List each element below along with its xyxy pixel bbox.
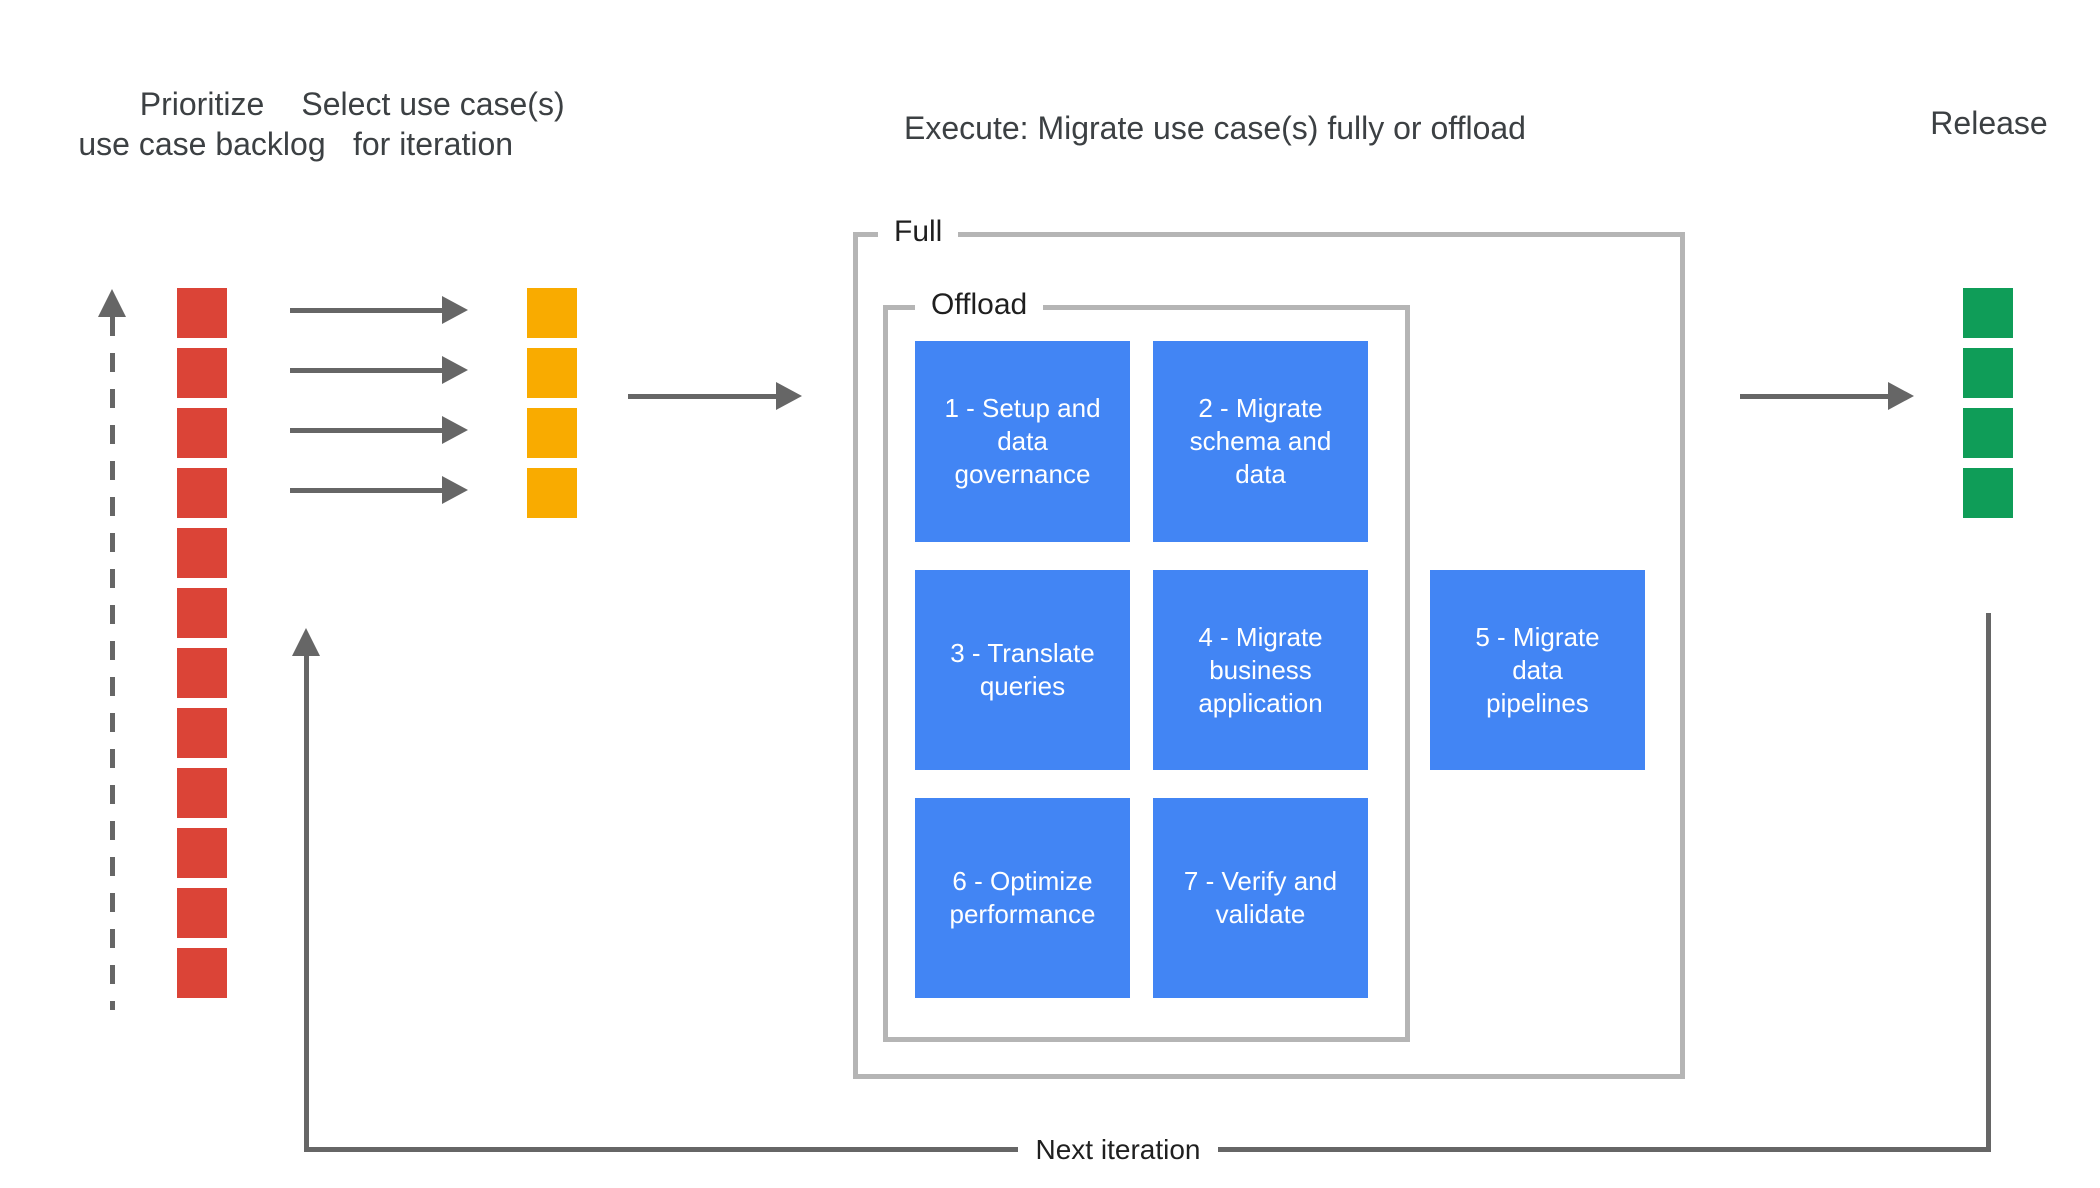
next-iteration-left-line [304,655,309,1152]
backlog-square [177,468,227,518]
selected-square [527,348,577,398]
backlog-square [177,408,227,458]
step-box-1: 1 - Setup and data governance [915,341,1130,542]
step-box-6: 6 - Optimize performance [915,798,1130,998]
step-box-5: 5 - Migrate data pipelines [1430,570,1645,770]
next-iteration-label: Next iteration [1018,1129,1218,1171]
next-iteration-arrowhead-icon [292,628,320,656]
step-box-7: 7 - Verify and validate [1153,798,1368,998]
release-square [1963,288,2013,338]
select-arrow-3-head-icon [442,416,468,444]
backlog-square [177,888,227,938]
release-square [1963,348,2013,398]
backlog-square [177,648,227,698]
prioritize-header: Prioritize use case backlog [78,86,326,162]
backlog-square [177,528,227,578]
release-square [1963,468,2013,518]
select-arrow-3-line [290,428,442,433]
selected-square [527,408,577,458]
step-box-3: 3 - Translate queries [915,570,1130,770]
release-square [1963,408,2013,458]
backlog-priority-arrowhead-icon [98,289,126,317]
select-arrow-1-head-icon [442,296,468,324]
step-box-4: 4 - Migrate business application [1153,570,1368,770]
backlog-square [177,948,227,998]
select-arrow-1-line [290,308,442,313]
select-arrow-4-line [290,488,442,493]
release-arrow-line [1740,394,1888,399]
backlog-column [177,288,227,998]
backlog-priority-dashed-line [110,317,115,1010]
backlog-square [177,288,227,338]
release-arrow-head-icon [1888,382,1914,410]
selected-square [527,288,577,338]
offload-frame-label: Offload [915,285,1044,325]
execute-arrow-head-icon [776,382,802,410]
offload-migration-frame [883,305,1410,1042]
step-box-2: 2 - Migrate schema and data [1153,341,1368,542]
full-migration-frame [853,232,1685,1079]
backlog-square [177,828,227,878]
select-arrow-4-head-icon [442,476,468,504]
select-arrow-2-line [290,368,442,373]
backlog-square [177,588,227,638]
selected-square [527,468,577,518]
release-column [1963,288,2013,518]
release-header: Release [1930,105,2048,141]
backlog-square [177,768,227,818]
execute-header: Execute: Migrate use case(s) fully or of… [904,110,1526,146]
select-arrow-2-head-icon [442,356,468,384]
full-frame-label: Full [878,212,959,252]
execute-arrow-line [628,394,776,399]
select-header: Select use case(s) for iteration [301,86,565,162]
backlog-square [177,348,227,398]
backlog-square [177,708,227,758]
next-iteration-right-line [1986,613,1991,1152]
selected-use-cases-column [527,288,577,518]
